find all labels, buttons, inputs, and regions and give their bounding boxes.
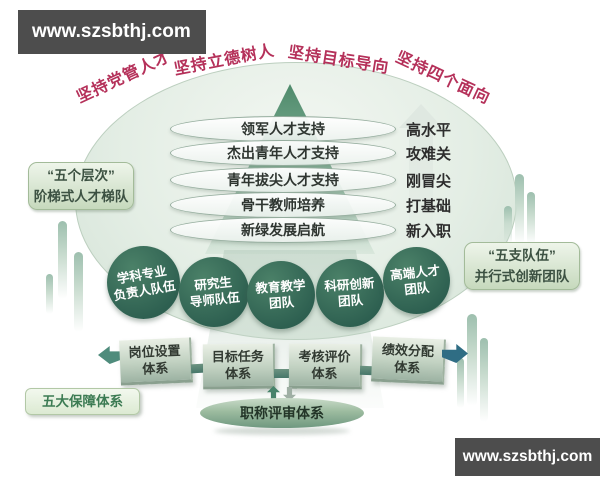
decor-bar: [74, 252, 83, 332]
connector-dash: [274, 369, 289, 378]
pyramid-level: 领军人才支持: [170, 116, 396, 142]
pyramid-level: 骨干教师培养: [170, 192, 396, 218]
system-line: 体系: [141, 360, 169, 377]
system-box: 绩效分配体系: [371, 336, 446, 385]
decor-bar: [58, 221, 67, 299]
system-box: 目标任务体系: [202, 343, 276, 390]
pyramid-level: 新绿发展启航: [170, 217, 396, 243]
right-callout-five-teams: “五支队伍” 并行式创新团队: [464, 242, 580, 290]
right-arrow-icon: [442, 344, 468, 363]
system-line: 体系: [393, 359, 421, 376]
watermark-bottom: www.szsbthj.com: [455, 438, 600, 476]
decor-bar: [515, 174, 524, 244]
callout-line: 并行式创新团队: [474, 269, 570, 284]
team-circle: 研究生导师队伍: [179, 257, 249, 327]
callout-line: 阶梯式人才梯队: [33, 189, 129, 204]
watermark-top: www.szsbthj.com: [18, 10, 206, 54]
system-line: 考核评价: [298, 348, 351, 365]
callout-line: “五支队伍”: [488, 248, 556, 263]
decor-bar: [504, 206, 512, 244]
stage-label: 新入职: [406, 223, 452, 240]
system-line: 体系: [311, 365, 338, 382]
team-circle: 学科专业负责人队伍: [107, 246, 180, 319]
support-systems-label: 五大保障体系: [25, 388, 140, 415]
team-circle: 教育教学团队: [247, 261, 315, 329]
system-box: 考核评价体系: [288, 343, 363, 390]
decor-bar: [527, 192, 535, 244]
title-review-ellipse: 职称评审体系: [200, 398, 364, 428]
decor-bar: [467, 314, 477, 406]
stage-label: 高水平: [406, 122, 452, 139]
stage-up-arrow-shaft: [409, 127, 433, 239]
pyramid-level: 杰出青年人才支持: [170, 140, 396, 166]
system-line: 目标任务: [211, 348, 264, 365]
pyramid-level: 青年拔尖人才支持: [170, 167, 396, 193]
system-line: 体系: [224, 365, 252, 382]
left-callout-five-levels: “五个层次” 阶梯式人才梯队: [28, 162, 134, 210]
decor-bar: [480, 338, 488, 422]
team-circle: 高端人才团队: [383, 247, 450, 314]
system-line: 绩效分配: [381, 341, 435, 360]
review-ellipse-shadow: [214, 427, 350, 435]
decor-bar: [46, 274, 53, 314]
decor-bar: [457, 358, 464, 408]
system-box: 岗位设置体系: [119, 337, 193, 386]
team-circle: 科研创新团队: [316, 259, 384, 327]
stage-label: 攻难关: [406, 146, 452, 163]
stage-label: 打基础: [406, 198, 452, 215]
stage-label: 刚冒尖: [406, 173, 452, 190]
system-line: 岗位设置: [128, 342, 181, 361]
callout-line: “五个层次”: [47, 168, 115, 183]
